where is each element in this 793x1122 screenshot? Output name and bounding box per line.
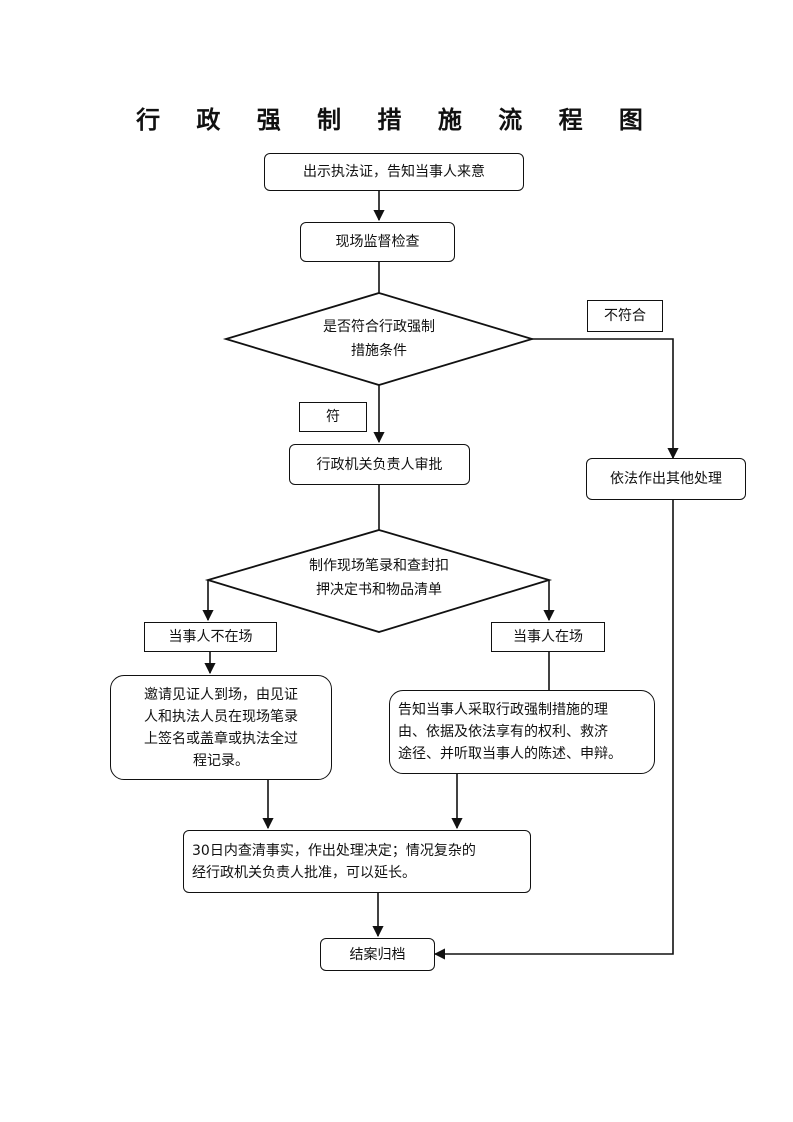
arrow-other-to-archive — [433, 500, 674, 960]
step-approval: 行政机关负责人审批 — [289, 444, 470, 485]
arrow-diamond-to-other — [532, 338, 679, 460]
step-notify-party: 告知当事人采取行政强制措施的理 由、依据及依法享有的权利、救济 途径、并听取当事… — [389, 690, 655, 774]
step-invite-witness: 邀请见证人到场，由见证 人和执法人员在现场笔录 上签名或盖章或执法全过 程记录。 — [110, 675, 332, 780]
label-party-absent: 当事人不在场 — [144, 622, 277, 652]
step-investigate-30-days: 30日内查清事实，作出处理决定；情况复杂的 经行政机关负责人批准，可以延长。 — [183, 830, 531, 893]
decision-record-text: 制作现场笔录和查封扣 押决定书和物品清单 — [309, 558, 449, 598]
step-other-handling: 依法作出其他处理 — [586, 458, 746, 500]
step-site-inspection: 现场监督检查 — [300, 222, 455, 262]
step-close-archive: 结案归档 — [320, 938, 435, 971]
label-party-present: 当事人在场 — [491, 622, 605, 652]
decision-diamond-record — [204, 529, 553, 633]
page-title: 行 政 强 制 措 施 流 程 图 — [136, 106, 657, 134]
decision-conditions-text: 是否符合行政强制 措施条件 — [323, 319, 435, 359]
step-show-credentials: 出示执法证，告知当事人来意 — [264, 153, 524, 191]
label-not-met: 不符合 — [587, 300, 663, 332]
label-met: 符 — [299, 402, 367, 432]
